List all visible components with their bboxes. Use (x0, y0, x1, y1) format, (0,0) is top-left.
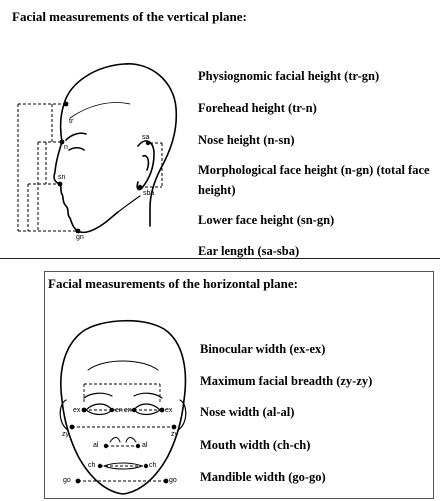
point-go-left (76, 479, 81, 484)
point-ex-left (82, 408, 87, 413)
point-ch-right (144, 464, 148, 468)
measure-ch-ch: Mouth width (ch-ch) (200, 438, 310, 453)
point-zy-left (70, 425, 75, 430)
label-en-left: en (115, 407, 123, 414)
point-al-left (104, 444, 108, 448)
point-ex-right (160, 408, 165, 413)
point-zy-right (172, 425, 177, 430)
point-en-left (110, 408, 114, 412)
measure-go-go: Mandible width (go-go) (200, 470, 326, 485)
point-en-right (132, 408, 136, 412)
measure-al-al: Nose width (al-al) (200, 405, 294, 420)
label-ch-left: ch (88, 462, 95, 469)
label-zy-left: zy (62, 431, 69, 438)
measure-ex-ex: Binocular width (ex-ex) (200, 342, 325, 357)
label-ex-right: ex (165, 407, 172, 414)
label-ex-left: ex (73, 407, 80, 414)
point-go-right (164, 479, 169, 484)
measure-zy-zy: Maximum facial breadth (zy-zy) (200, 374, 372, 389)
point-ch-left (98, 464, 102, 468)
label-en-right: en (124, 407, 132, 414)
label-ch-right: ch (149, 462, 156, 469)
point-al-right (136, 444, 140, 448)
label-go-left: go (63, 477, 71, 484)
label-al-right: al (142, 442, 147, 449)
label-go-right: go (169, 477, 177, 484)
label-al-left: al (93, 442, 98, 449)
label-zy-right: zy (171, 431, 178, 438)
